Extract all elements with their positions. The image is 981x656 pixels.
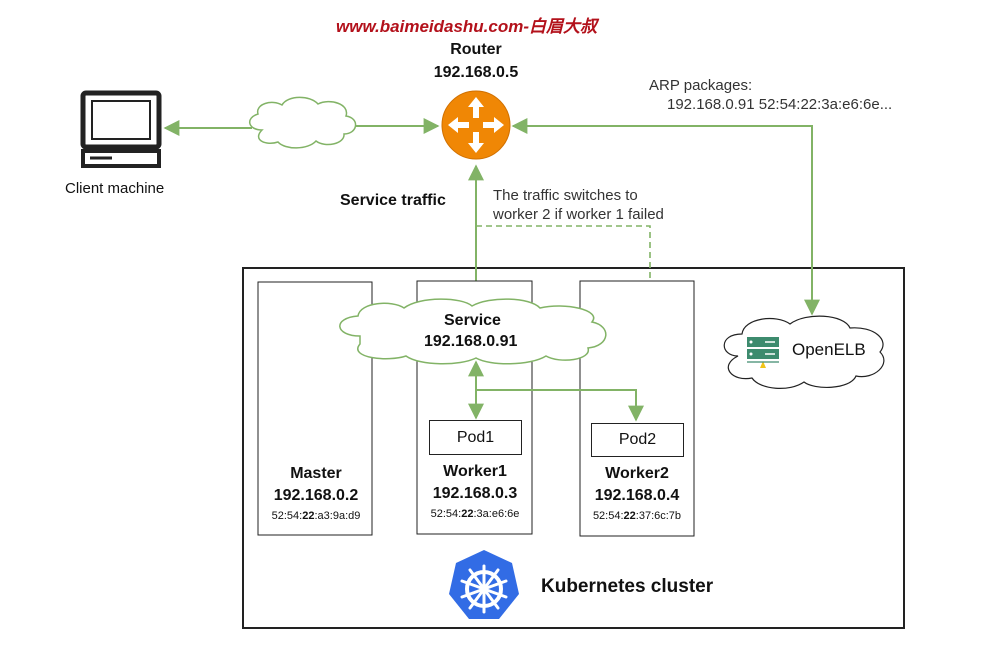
arp-link	[511, 118, 820, 316]
openelb-cloud	[723, 315, 885, 389]
service-ip: 192.168.0.91	[424, 333, 518, 350]
service-cloud	[339, 298, 607, 365]
service-pod2-link	[476, 389, 644, 422]
pod2-box: Pod2	[591, 423, 684, 457]
failover-note-line2: worker 2 if worker 1 failed	[493, 206, 664, 223]
worker1-ip: 192.168.0.3	[432, 485, 518, 502]
worker2-name: Worker2	[605, 465, 669, 482]
master-mac: 52:54:22:a3:9a:d9	[271, 510, 361, 522]
openelb-server-icon	[747, 337, 779, 368]
pod1-label: Pod1	[456, 428, 495, 446]
cluster-label: Kubernetes cluster	[541, 576, 714, 597]
worker1-node-text: Worker1 192.168.0.3 52:54:22:3a:e6:6e	[417, 461, 533, 523]
master-name: Master	[290, 465, 342, 482]
client-computer-icon	[80, 90, 162, 168]
worker2-mac: 52:54:22:37:6c:7b	[592, 510, 682, 522]
kubernetes-logo-icon	[449, 550, 519, 619]
worker1-mac: 52:54:22:3a:e6:6e	[430, 508, 520, 520]
failover-note-line1: The traffic switches to	[493, 187, 638, 204]
watermark: www.baimeidashu.com-白眉大叔	[336, 17, 598, 36]
arp-entry: 192.168.0.91 52:54:22:3a:e6:6e...	[667, 96, 893, 113]
master-node-text: Master 192.168.0.2 52:54:22:a3:9a:d9	[258, 463, 374, 525]
pod2-label: Pod2	[618, 431, 657, 448]
internet-cloud	[249, 96, 357, 149]
worker2-ip: 192.168.0.4	[594, 487, 680, 504]
router-icon	[441, 90, 511, 160]
router-name: Router	[450, 41, 502, 58]
service-name: Service	[444, 312, 501, 329]
arp-title: ARP packages:	[649, 77, 753, 94]
client-label: Client machine	[65, 180, 165, 197]
worker2-node-text: Worker2 192.168.0.4 52:54:22:37:6c:7b	[579, 463, 695, 525]
router-ip: 192.168.0.5	[433, 64, 519, 81]
openelb-label: OpenELB	[792, 340, 866, 359]
service-traffic-label: Service traffic	[340, 192, 446, 209]
master-ip: 192.168.0.2	[273, 487, 359, 504]
pod1-box: Pod1	[429, 420, 522, 455]
worker1-name: Worker1	[443, 463, 507, 480]
